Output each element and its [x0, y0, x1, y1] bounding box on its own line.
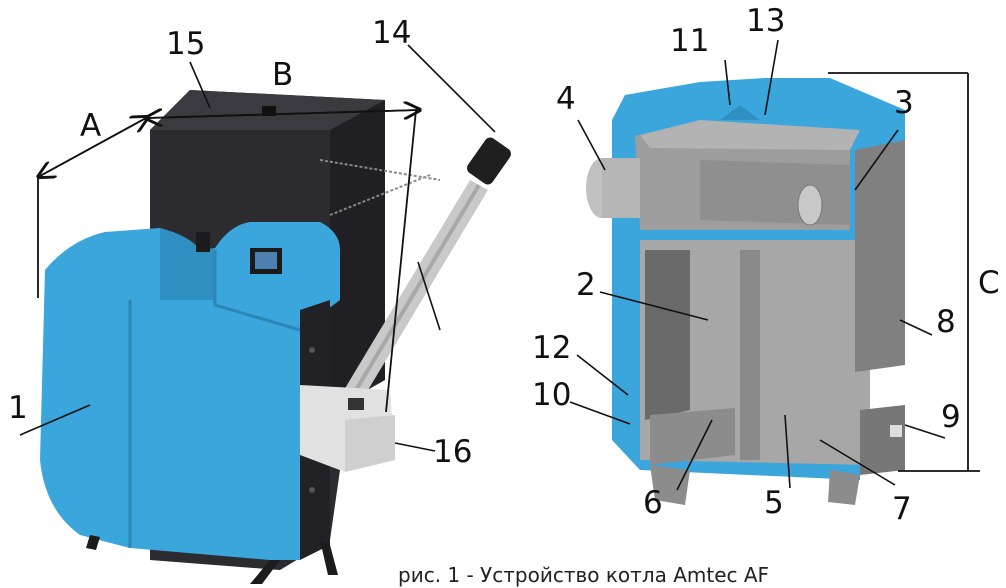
label-12: 12 — [532, 330, 572, 366]
label-b: B — [272, 57, 294, 93]
grate — [650, 408, 735, 465]
label-16: 16 — [433, 434, 473, 470]
label-6: 6 — [643, 485, 663, 521]
label-11: 11 — [670, 23, 710, 59]
label-15: 15 — [166, 26, 206, 62]
auger-motor — [467, 137, 511, 185]
label-5: 5 — [764, 485, 784, 521]
label-9: 9 — [941, 399, 961, 435]
label-2: 2 — [576, 267, 596, 303]
leader-lines — [19, 39, 946, 491]
label-4: 4 — [556, 81, 576, 117]
boiler-cutaway — [586, 78, 905, 505]
label-10: 10 — [532, 377, 572, 413]
label-13: 13 — [746, 3, 786, 39]
heat-exchanger — [700, 160, 850, 225]
blue-casing — [40, 222, 340, 560]
front-door — [855, 140, 905, 372]
label-7: 7 — [892, 491, 912, 527]
dimension-lines — [38, 72, 980, 472]
label-a: A — [80, 108, 102, 144]
boiler-exterior — [40, 90, 511, 584]
label-1: 1 — [8, 390, 28, 426]
label-8: 8 — [936, 304, 956, 340]
label-c: C — [978, 265, 1000, 301]
cleaning-door — [860, 405, 905, 475]
label-3: 3 — [894, 85, 914, 121]
label-14: 14 — [372, 15, 412, 51]
figure-caption: рис. 1 - Устройство котла Amtec AF — [398, 563, 770, 587]
